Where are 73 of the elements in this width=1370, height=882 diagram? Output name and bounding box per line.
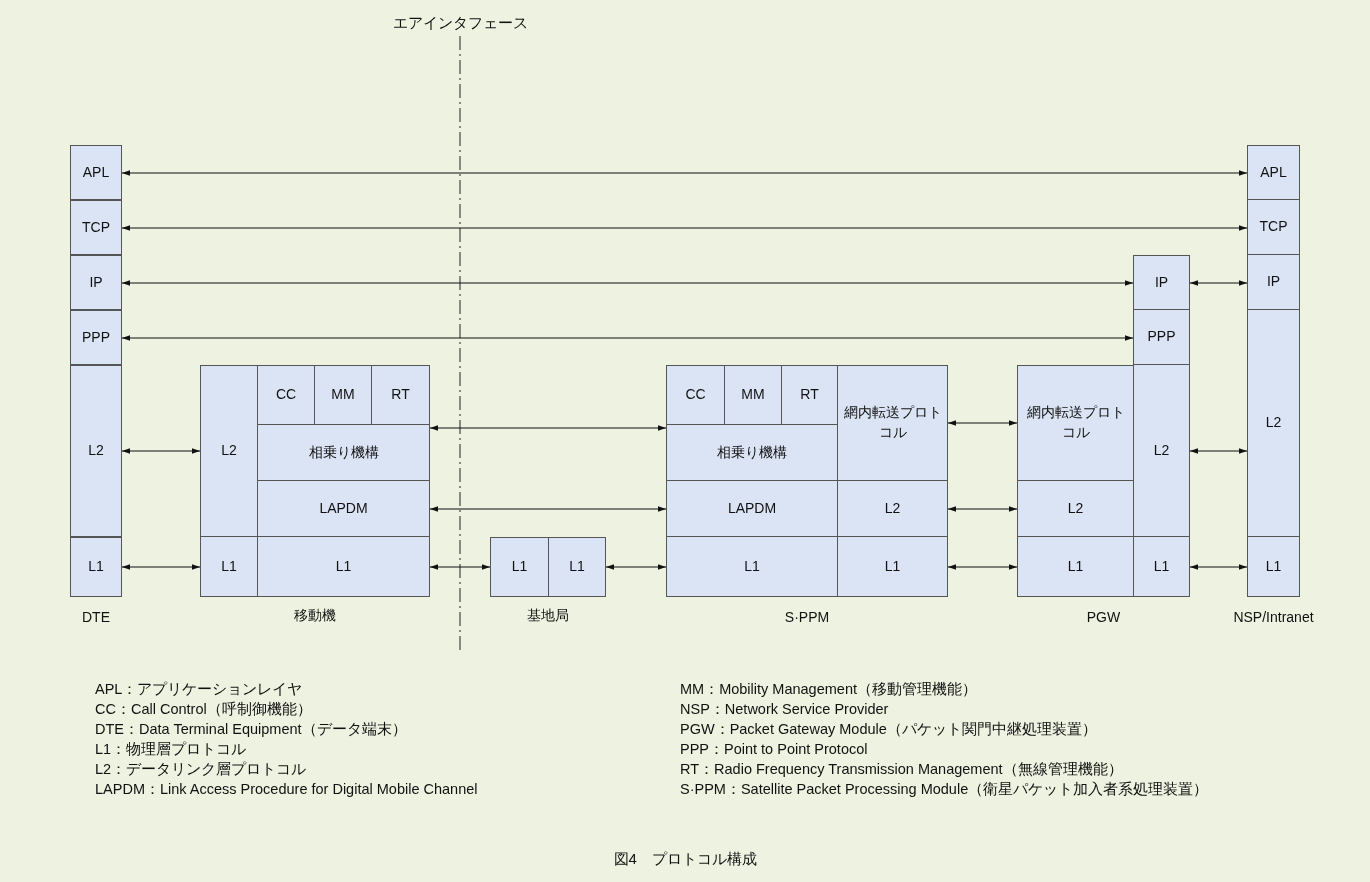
abbreviation-note: NSP：Network Service Provider (680, 700, 889, 719)
protocol-layer-box: L2 (837, 480, 948, 537)
abbreviation-note: PPP：Point to Point Protocol (680, 740, 868, 759)
abbreviation-note: L2：データリンク層プロトコル (95, 760, 307, 779)
protocol-layer-box: CC (666, 365, 725, 425)
arrow (429, 425, 667, 431)
abbreviation-note: S·PPM：Satellite Packet Processing Module（衛星パケット加入者系処理装置） (680, 780, 1209, 799)
protocol-layer-box: L1 (1017, 536, 1134, 597)
protocol-layer-box: L1 (548, 537, 606, 597)
protocol-layer-box: LAPDM (257, 480, 430, 537)
protocol-layer-box: CC (257, 365, 315, 425)
protocol-layer-box: IP (1133, 255, 1190, 310)
arrow (1189, 280, 1248, 286)
arrow (947, 420, 1018, 426)
protocol-layer-box: PPP (1133, 309, 1190, 365)
protocol-layer-box: L1 (666, 536, 838, 597)
abbreviation-note: DTE：Data Terminal Equipment（データ端末） (95, 720, 407, 739)
arrow (121, 280, 1134, 286)
protocol-layer-box: L1 (1247, 536, 1300, 597)
stack-label: 基地局 (527, 607, 569, 625)
protocol-layer-box: APL (70, 145, 122, 200)
arrow (121, 170, 1248, 176)
protocol-layer-box: L1 (70, 537, 122, 597)
interface-label: エアインタフェース (392, 14, 528, 33)
stack-label: PGW (1086, 609, 1121, 625)
protocol-layer-box: MM (314, 365, 372, 425)
arrow (605, 564, 667, 570)
protocol-layer-box: L1 (837, 536, 948, 597)
arrow (121, 335, 1134, 341)
abbreviation-note: PGW：Packet Gateway Module（パケット関門中継処理装置） (680, 720, 1097, 739)
stack-label: NSP/Intranet (1233, 609, 1314, 625)
protocol-layer-box: L2 (70, 365, 122, 537)
protocol-layer-box: L2 (1133, 364, 1190, 537)
arrow (121, 225, 1248, 231)
arrow (947, 506, 1018, 512)
protocol-layer-box: APL (1247, 145, 1300, 200)
stack-label: 移動機 (294, 607, 336, 625)
protocol-layer-box: MM (724, 365, 782, 425)
protocol-layer-box: IP (70, 255, 122, 310)
protocol-layer-box: 相乗り機構 (666, 424, 838, 481)
protocol-layer-box: LAPDM (666, 480, 838, 537)
protocol-layer-box: 相乗り機構 (257, 424, 430, 481)
arrow (947, 564, 1018, 570)
abbreviation-note: MM：Mobility Management（移動管理機能） (680, 680, 977, 699)
protocol-layer-box: TCP (1247, 199, 1300, 255)
protocol-layer-box: 網内転送プロトコル (837, 365, 948, 481)
protocol-layer-box: TCP (70, 200, 122, 255)
arrow (429, 564, 491, 570)
abbreviation-note: RT：Radio Frequency Transmission Management（無線管理機能） (680, 760, 1123, 779)
protocol-layer-box: L2 (200, 365, 258, 537)
stack-label: S·PPM (784, 609, 830, 625)
protocol-layer-box: L1 (490, 537, 549, 597)
stack-label: DTE (82, 609, 110, 625)
arrow (429, 506, 667, 512)
protocol-layer-box: L2 (1017, 480, 1134, 537)
protocol-layer-box: L1 (257, 536, 430, 597)
protocol-layer-box: L1 (1133, 536, 1190, 597)
abbreviation-note: APL：アプリケーションレイヤ (95, 680, 303, 699)
protocol-layer-box: IP (1247, 254, 1300, 310)
protocol-layer-box: RT (781, 365, 838, 425)
protocol-layer-box: L1 (200, 536, 258, 597)
arrow (121, 564, 201, 570)
abbreviation-note: CC：Call Control（呼制御機能） (95, 700, 312, 719)
abbreviation-note: L1：物理層プロトコル (95, 740, 247, 759)
protocol-layer-box: L2 (1247, 309, 1300, 537)
arrow (1189, 564, 1248, 570)
figure-caption: 図4 プロトコル構成 (613, 850, 757, 869)
protocol-layer-box: RT (371, 365, 430, 425)
arrow (1189, 448, 1248, 454)
protocol-layer-box: PPP (70, 310, 122, 365)
protocol-layer-box: 網内転送プロトコル (1017, 365, 1134, 481)
abbreviation-note: LAPDM：Link Access Procedure for Digital Mobile Channel (95, 780, 478, 799)
arrow (121, 448, 201, 454)
